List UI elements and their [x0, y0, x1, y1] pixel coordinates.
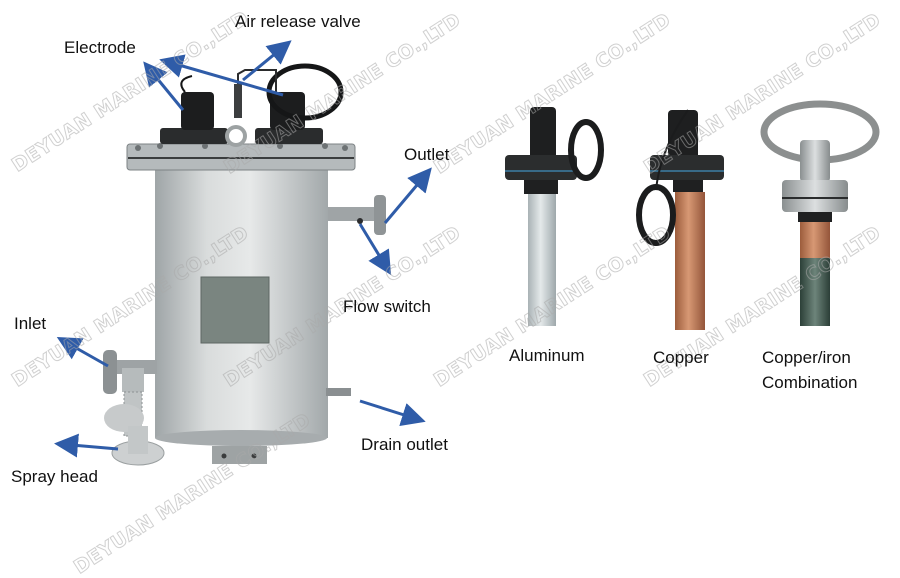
label-aluminum: Aluminum [509, 346, 585, 365]
label-air-release-valve: Air release valve [235, 12, 361, 31]
label-inlet: Inlet [14, 314, 47, 333]
product-figure: DEYUAN MARINE CO.,LTD DEYUAN MARINE CO.,… [7, 6, 885, 578]
label-spray-head: Spray head [11, 467, 98, 486]
figure-graphics [54, 40, 880, 466]
label-copper-iron-line2: Combination [762, 373, 858, 392]
electrode-copper-iron [760, 100, 880, 326]
label-copper: Copper [653, 348, 709, 367]
label-flow-switch: Flow switch [343, 297, 431, 316]
electrode-aluminum [505, 107, 604, 326]
label-copper-iron-line1: Copper/iron [762, 348, 851, 367]
label-outlet: Outlet [404, 145, 450, 164]
callout-arrows [54, 40, 432, 458]
electrode-copper [636, 109, 724, 330]
label-drain-outlet: Drain outlet [361, 435, 448, 454]
label-electrode: Electrode [64, 38, 136, 57]
ion-anode-unit [103, 63, 386, 466]
